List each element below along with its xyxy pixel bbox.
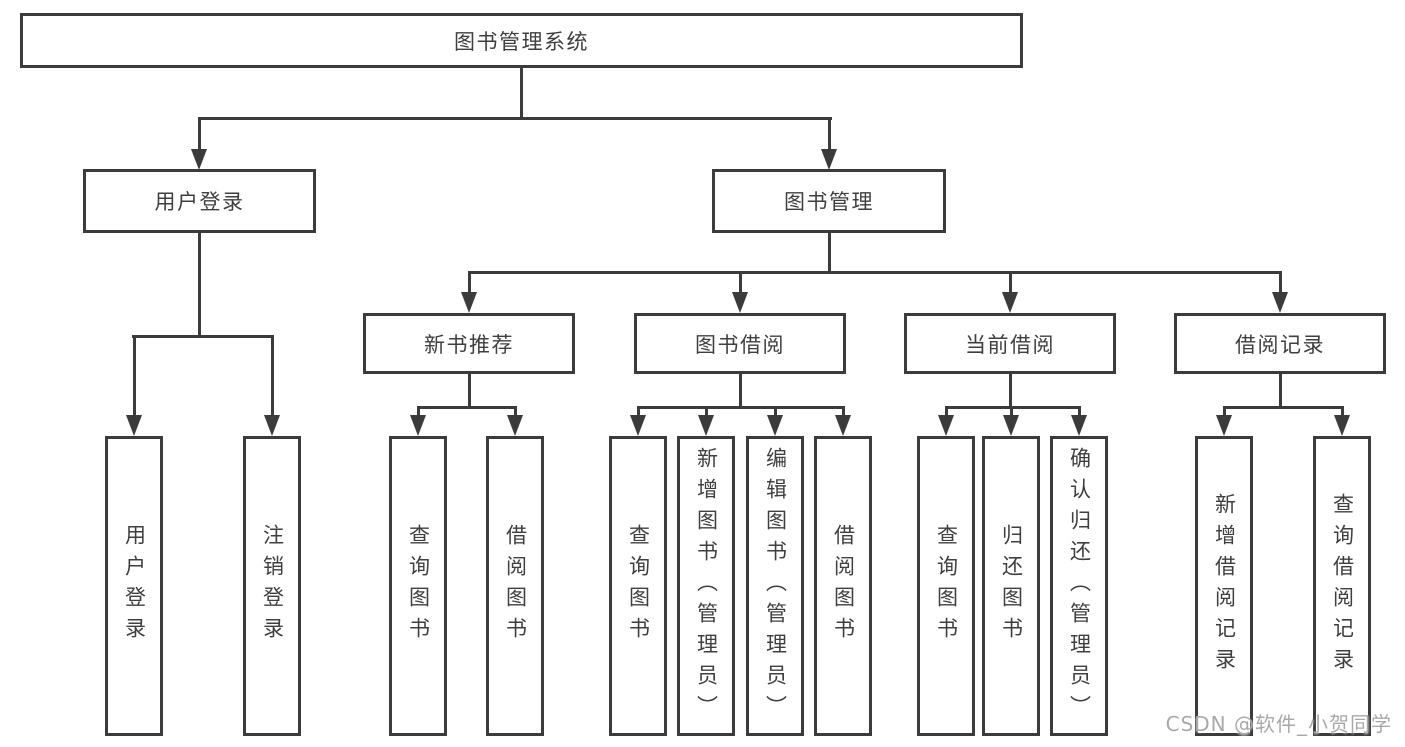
node-label: 新增借阅记录 (1212, 493, 1237, 679)
leaf-query-borrow-record: 查询借阅记录 (1313, 436, 1371, 736)
arrow-down (409, 406, 427, 436)
connector-new-book-vertical (467, 372, 471, 409)
connector-book-mgmt-horizontal (468, 271, 1282, 274)
arrow-down (460, 271, 478, 313)
arrow-down (1001, 271, 1019, 313)
leaf-borrow-books-recommend: 借阅图书 (486, 436, 544, 736)
arrow-down (1271, 271, 1289, 313)
connector-root-horizontal (198, 117, 832, 120)
node-borrow-records: 借阅记录 (1174, 313, 1386, 374)
node-label: 借阅图书 (503, 524, 528, 648)
node-label: 图书管理 (784, 190, 874, 214)
connector-new-book-horizontal (416, 406, 517, 409)
arrow-down (697, 406, 715, 436)
node-book-management: 图书管理 (712, 169, 946, 233)
leaf-confirm-return-admin: 确认归还（管理员） (1050, 436, 1108, 736)
arrow-down (629, 406, 647, 436)
arrow-down (766, 406, 784, 436)
arrow-down (1070, 406, 1088, 436)
node-label: 确认归还（管理员） (1067, 446, 1092, 726)
arrow-down (125, 335, 143, 436)
node-label: 查询图书 (626, 524, 651, 648)
arrow-down (191, 117, 208, 170)
connector-user-login-vertical (198, 231, 201, 337)
connector-borrow-records-vertical (1278, 372, 1282, 409)
leaf-user-login: 用户登录 (105, 436, 163, 736)
csdn-watermark: CSDN @软件_小贺同学 (1165, 712, 1392, 736)
node-label: 查询图书 (406, 524, 431, 648)
node-label: 图书借阅 (695, 332, 785, 357)
leaf-query-books-borrow: 查询图书 (609, 436, 667, 736)
arrow-down (1002, 406, 1020, 436)
leaf-query-books-recommend: 查询图书 (389, 436, 447, 736)
node-root: 图书管理系统 (20, 13, 1023, 68)
connector-book-mgmt-vertical (827, 231, 831, 274)
leaf-logout: 注销登录 (243, 436, 301, 736)
arrow-down (937, 406, 955, 436)
node-label: 新增图书（管理员） (694, 446, 719, 726)
leaf-borrow-books: 借阅图书 (814, 436, 872, 736)
arrow-down (834, 406, 852, 436)
arrow-down (731, 271, 749, 313)
leaf-edit-book-admin: 编辑图书（管理员） (746, 436, 804, 736)
node-current-borrow: 当前借阅 (904, 313, 1116, 374)
node-label: 用户登录 (122, 524, 147, 648)
node-label: 当前借阅 (965, 332, 1055, 357)
node-label: 新书推荐 (424, 332, 514, 357)
node-label: 查询借阅记录 (1330, 493, 1355, 679)
connector-current-borrow-horizontal (944, 406, 1081, 409)
connector-book-borrow-vertical (738, 372, 742, 409)
connector-book-borrow-horizontal (636, 406, 845, 409)
arrow-down (1333, 406, 1351, 436)
node-label: 借阅记录 (1235, 332, 1325, 357)
arrow-down (506, 406, 524, 436)
node-label: 图书管理系统 (454, 29, 589, 54)
leaf-query-books-current: 查询图书 (917, 436, 975, 736)
node-book-borrow: 图书借阅 (634, 313, 846, 374)
node-label: 注销登录 (260, 524, 285, 648)
node-new-book-recommend: 新书推荐 (363, 313, 575, 374)
arrow-down (820, 117, 838, 170)
connector-user-login-horizontal (132, 335, 274, 338)
node-user-login: 用户登录 (83, 169, 316, 233)
connector-root-vertical (520, 66, 523, 119)
node-label: 编辑图书（管理员） (763, 446, 788, 726)
connector-borrow-records-horizontal (1222, 406, 1344, 409)
node-label: 查询图书 (934, 524, 959, 648)
arrow-down (263, 335, 281, 436)
node-label: 归还图书 (999, 524, 1024, 648)
leaf-add-borrow-record: 新增借阅记录 (1195, 436, 1253, 736)
leaf-return-book: 归还图书 (982, 436, 1040, 736)
arrow-down (1215, 406, 1233, 436)
connector-current-borrow-vertical (1008, 372, 1012, 409)
node-label: 借阅图书 (831, 524, 856, 648)
node-label: 用户登录 (154, 190, 245, 214)
leaf-add-book-admin: 新增图书（管理员） (677, 436, 735, 736)
